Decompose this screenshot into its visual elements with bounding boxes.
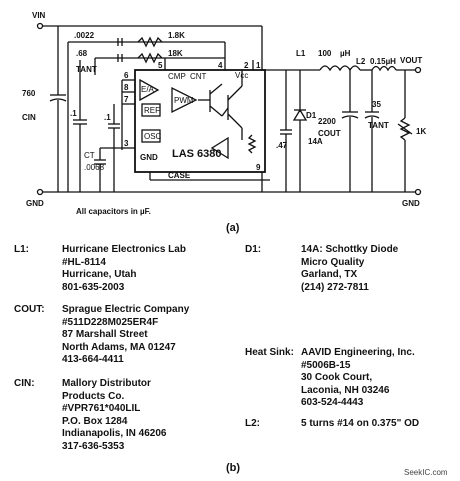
block-gnd: GND (140, 153, 158, 162)
block-cnt: CNT (190, 72, 207, 81)
block-osc: OSC (144, 132, 162, 141)
part-l1: L1: Hurricane Electronics Lab #HL-8114 H… (14, 244, 234, 304)
label-l2-value: 0.15µH (370, 57, 396, 66)
label-l1: L1 (296, 49, 306, 58)
part-key: D1: (245, 244, 262, 255)
label-cin-value: 760 (22, 89, 36, 98)
label-cin: CIN (22, 113, 36, 122)
pin-8: 8 (124, 83, 129, 92)
label-r-18k: 18K (168, 49, 183, 58)
pin-2: 2 (244, 61, 249, 70)
part-details: AAVID Engineering, Inc. #5006B-15 30 Coo… (301, 347, 415, 408)
part-key: L1: (14, 244, 29, 255)
label-c-68: .68 (76, 49, 88, 58)
caption-a: (a) (226, 222, 240, 234)
block-ref: REF (144, 106, 160, 115)
label-ct-value: .0068 (84, 163, 105, 172)
label-vout: VOUT (400, 56, 422, 65)
part-key: COUT: (14, 304, 45, 315)
part-key: CIN: (14, 378, 35, 389)
part-d1: D1: 14A: Schottky Diode Micro Quality Ga… (245, 244, 455, 304)
part-cout: COUT: Sprague Electric Company #511D228M… (14, 304, 234, 374)
part-key: Heat Sink: (245, 347, 294, 358)
label-cout: COUT (318, 129, 341, 138)
case-label: CASE (168, 171, 191, 180)
pin-4: 4 (218, 61, 223, 70)
part-details: Mallory Distributor Products Co. #VPR761… (62, 378, 167, 452)
label-d1: D1 (306, 111, 317, 120)
label-d1-rating: 14A (308, 137, 323, 146)
label-vin: VIN (32, 11, 46, 20)
label-gnd-right: GND (402, 199, 420, 208)
label-l2: L2 (356, 57, 366, 66)
label-tant-top: TANT (76, 65, 97, 74)
block-pwm: PWM (174, 96, 194, 105)
label-c-left-small: .1 (70, 109, 77, 118)
block-cmp: CMP (168, 72, 186, 81)
block-vcc: Vcc (235, 71, 248, 80)
part-l2: L2: 5 turns #14 on 0.375" OD (245, 418, 455, 438)
label-c-47: .47 (276, 141, 288, 150)
circuit-schematic: VIN GND GND VOUT 760 CIN .1 .1 CT .0068 … (22, 11, 426, 216)
chip-name: LAS 6380 (172, 148, 222, 160)
pin-6: 6 (124, 71, 129, 80)
pin-3: 3 (124, 139, 129, 148)
label-gnd-left: GND (26, 199, 44, 208)
part-details: Sprague Electric Company #511D228M025ER4… (62, 304, 190, 365)
part-cin: CIN: Mallory Distributor Products Co. #V… (14, 378, 234, 458)
watermark: SeekIC.com (404, 468, 448, 477)
label-tant-out: TANT (368, 121, 389, 130)
pin-1: 1 (256, 61, 261, 70)
caption-b: (b) (226, 462, 241, 474)
pin-7: 7 (124, 95, 129, 104)
part-key: L2: (245, 418, 260, 429)
label-ct: CT (84, 151, 95, 160)
label-c-0022: .0022 (74, 31, 95, 40)
capacitor-note: All capacitors in µF. (76, 207, 151, 216)
part-details: 5 turns #14 on 0.375" OD (301, 418, 420, 429)
label-l1-unit: µH (340, 49, 351, 58)
label-l1-value: 100 (318, 49, 332, 58)
pin-9: 9 (256, 163, 261, 172)
label-r-1k: 1K (416, 127, 426, 136)
part-details: Hurricane Electronics Lab #HL-8114 Hurri… (62, 244, 186, 293)
part-details: 14A: Schottky Diode Micro Quality Garlan… (301, 244, 399, 293)
part-heat-sink: Heat Sink: AAVID Engineering, Inc. #5006… (245, 347, 455, 417)
block-ea: E/A (141, 85, 155, 94)
label-r-18k-top: 1.8K (168, 31, 185, 40)
pin-5: 5 (158, 61, 163, 70)
label-cout-value: 2200 (318, 117, 336, 126)
label-c-35: 35 (372, 100, 381, 109)
label-c-mid-small: .1 (104, 113, 111, 122)
